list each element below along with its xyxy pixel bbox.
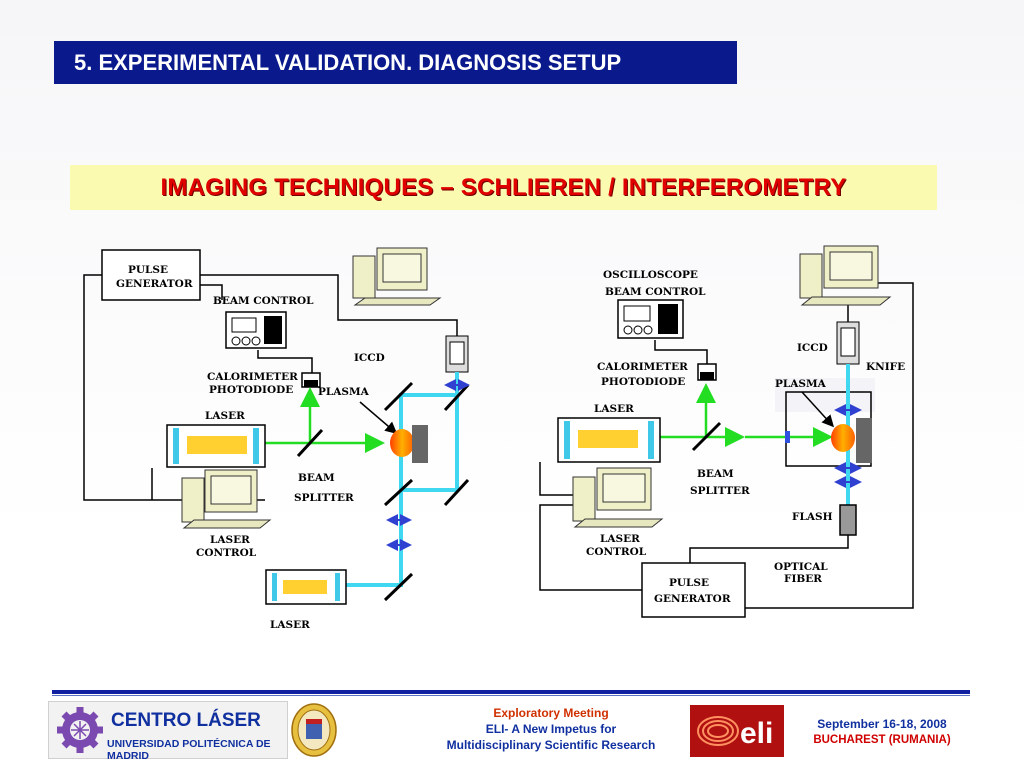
footer-divider-thin (52, 695, 970, 696)
slide-title: 5. EXPERIMENTAL VALIDATION. DIAGNOSIS SE… (54, 41, 737, 84)
left-laser-device (166, 424, 266, 468)
left-beam-splitter-label-2: SPLITTER (294, 492, 354, 504)
right-mirrors (691, 421, 722, 452)
left-calorimeter-label-1: CALORIMETER (207, 371, 298, 383)
left-laser2-label: LASER (270, 619, 310, 631)
footer-divider (52, 690, 970, 694)
centro-laser-logo: CENTRO LÁSER UNIVERSIDAD POLITÉCNICA DE … (48, 701, 288, 762)
right-laser-control-label-2: CONTROL (586, 546, 647, 558)
right-computer-icon (799, 245, 892, 306)
centro-laser-subtitle: UNIVERSIDAD POLITÉCNICA DE MADRID (107, 738, 271, 762)
eli-logo: eli (690, 705, 784, 757)
meeting-line-2: ELI- A New Impetus for (485, 722, 617, 736)
diagram: PULSE GENERATOR BEAM CONTROL ICCD CALORI… (83, 245, 914, 631)
right-window-marker (785, 431, 790, 443)
centro-laser-title: CENTRO LÁSER (111, 710, 261, 731)
left-target (412, 425, 428, 463)
right-plasma-ball (831, 424, 855, 452)
left-mirrors (296, 381, 470, 602)
left-pulse-generator-box (101, 249, 201, 301)
right-knife-label: KNIFE (866, 361, 905, 373)
left-second-laser-device (265, 569, 347, 605)
right-flash-label: FLASH (792, 511, 833, 523)
right-optical-fiber-label-2: FIBER (784, 573, 822, 585)
left-plasma-label: PLASMA (318, 386, 370, 398)
right-oscilloscope-label: OSCILLOSCOPE (603, 269, 698, 281)
right-plasma-arrow (801, 391, 835, 428)
right-pulse-generator-label-2: GENERATOR (654, 593, 731, 605)
right-calorimeter-label-2: PHOTODIODE (601, 376, 685, 388)
university-seal-icon (291, 703, 337, 757)
left-laser-control-computer-icon (181, 469, 272, 529)
left-laser-label: LASER (205, 410, 245, 422)
left-adjust-arrows (386, 379, 470, 551)
left-cyan-beams (330, 372, 459, 587)
right-calorimeter-label-1: CALORIMETER (597, 361, 688, 373)
subtitle-text: IMAGING TECHNIQUES – SCHLIEREN / INTERFE… (160, 173, 847, 201)
eli-swirl-icon: eli (697, 716, 773, 750)
right-beam-control-label: BEAM CONTROL (605, 286, 706, 298)
right-beam-control-device (617, 299, 684, 339)
left-pulse-generator-label-2: GENERATOR (116, 278, 193, 290)
right-beam-splitter-label-1: BEAM (697, 468, 734, 480)
right-laser-control-label-1: LASER (600, 533, 640, 545)
meeting-info: Exploratory Meeting ELI- A New Impetus f… (420, 705, 682, 753)
right-beam-splitter-label-2: SPLITTER (690, 485, 750, 497)
left-plasma-arrow (359, 401, 398, 434)
left-plasma-ball (390, 429, 414, 457)
meeting-line-1: Exploratory Meeting (493, 706, 609, 720)
right-target (856, 418, 872, 463)
left-beam-splitter-label-1: BEAM (298, 472, 335, 484)
left-laser-control-label-2: CONTROL (196, 547, 257, 559)
subtitle-box: IMAGING TECHNIQUES – SCHLIEREN / INTERFE… (70, 165, 937, 210)
right-wires (539, 282, 914, 609)
left-beam-control-device (225, 311, 287, 349)
left-beam-control-label: BEAM CONTROL (213, 295, 314, 307)
right-pulse-generator-box (641, 562, 746, 618)
meeting-line-3: Multidisciplinary Scientific Research (446, 738, 656, 752)
right-laser-device (557, 417, 661, 463)
right-plasma-label: PLASMA (775, 378, 827, 390)
left-calorimeter-label-2: PHOTODIODE (209, 384, 293, 396)
right-optical-fiber-label-1: OPTICAL (774, 561, 828, 573)
left-pulse-generator-label-1: PULSE (128, 264, 168, 276)
right-iccd-camera (836, 321, 860, 365)
event-date: September 16-18, 2008 BUCHAREST (RUMANIA… (796, 716, 968, 748)
right-laser-label: LASER (594, 403, 634, 415)
right-adjust-arrows (834, 404, 862, 488)
gear-icon (57, 707, 103, 753)
left-laser-control-label-1: LASER (210, 534, 250, 546)
right-iccd-label: ICCD (797, 342, 828, 354)
right-flash-device (839, 504, 857, 536)
left-iccd-camera (445, 335, 469, 373)
event-place-line: BUCHAREST (RUMANIA) (813, 734, 951, 746)
left-iccd-label: ICCD (354, 352, 385, 364)
event-date-line: September 16-18, 2008 (817, 717, 947, 731)
eli-logo-text: eli (740, 717, 773, 750)
left-green-beams (265, 387, 385, 453)
right-pulse-generator-label-1: PULSE (669, 577, 709, 589)
left-computer-icon (352, 247, 442, 306)
right-laser-control-computer-icon (572, 467, 664, 528)
left-photodiode-fill (304, 380, 318, 387)
right-photodiode-fill (700, 372, 714, 380)
